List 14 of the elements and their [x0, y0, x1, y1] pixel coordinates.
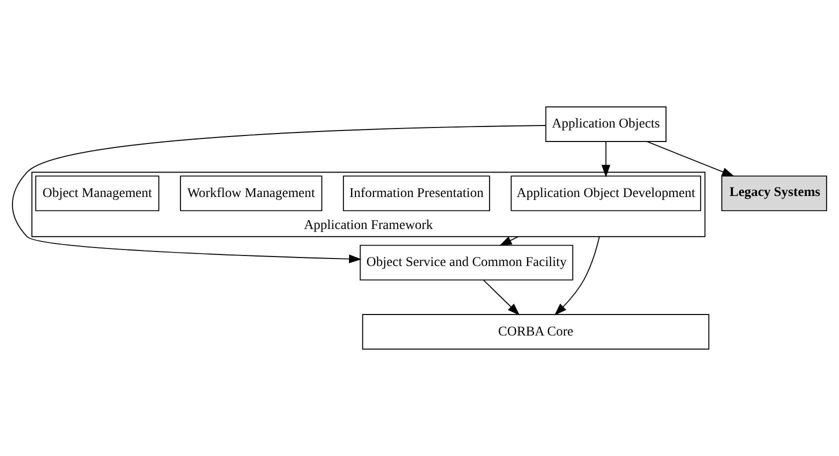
arrow	[499, 236, 519, 246]
node-box: Legacy Systems	[721, 176, 828, 212]
arrow	[12, 125, 546, 264]
node-box: Application Object Development	[510, 176, 702, 212]
node-box: CORBA Core	[362, 314, 710, 350]
node-box: Workflow Management	[180, 176, 322, 212]
arrow	[554, 236, 600, 316]
node-box: Application Objects	[545, 106, 666, 142]
arrow	[646, 141, 734, 177]
node-box: Object Service and Common Facility	[360, 244, 574, 280]
arrow	[602, 141, 610, 178]
arrow	[483, 280, 520, 316]
node-box: Object Management	[35, 176, 160, 212]
node-box: Information Presentation	[342, 176, 490, 212]
